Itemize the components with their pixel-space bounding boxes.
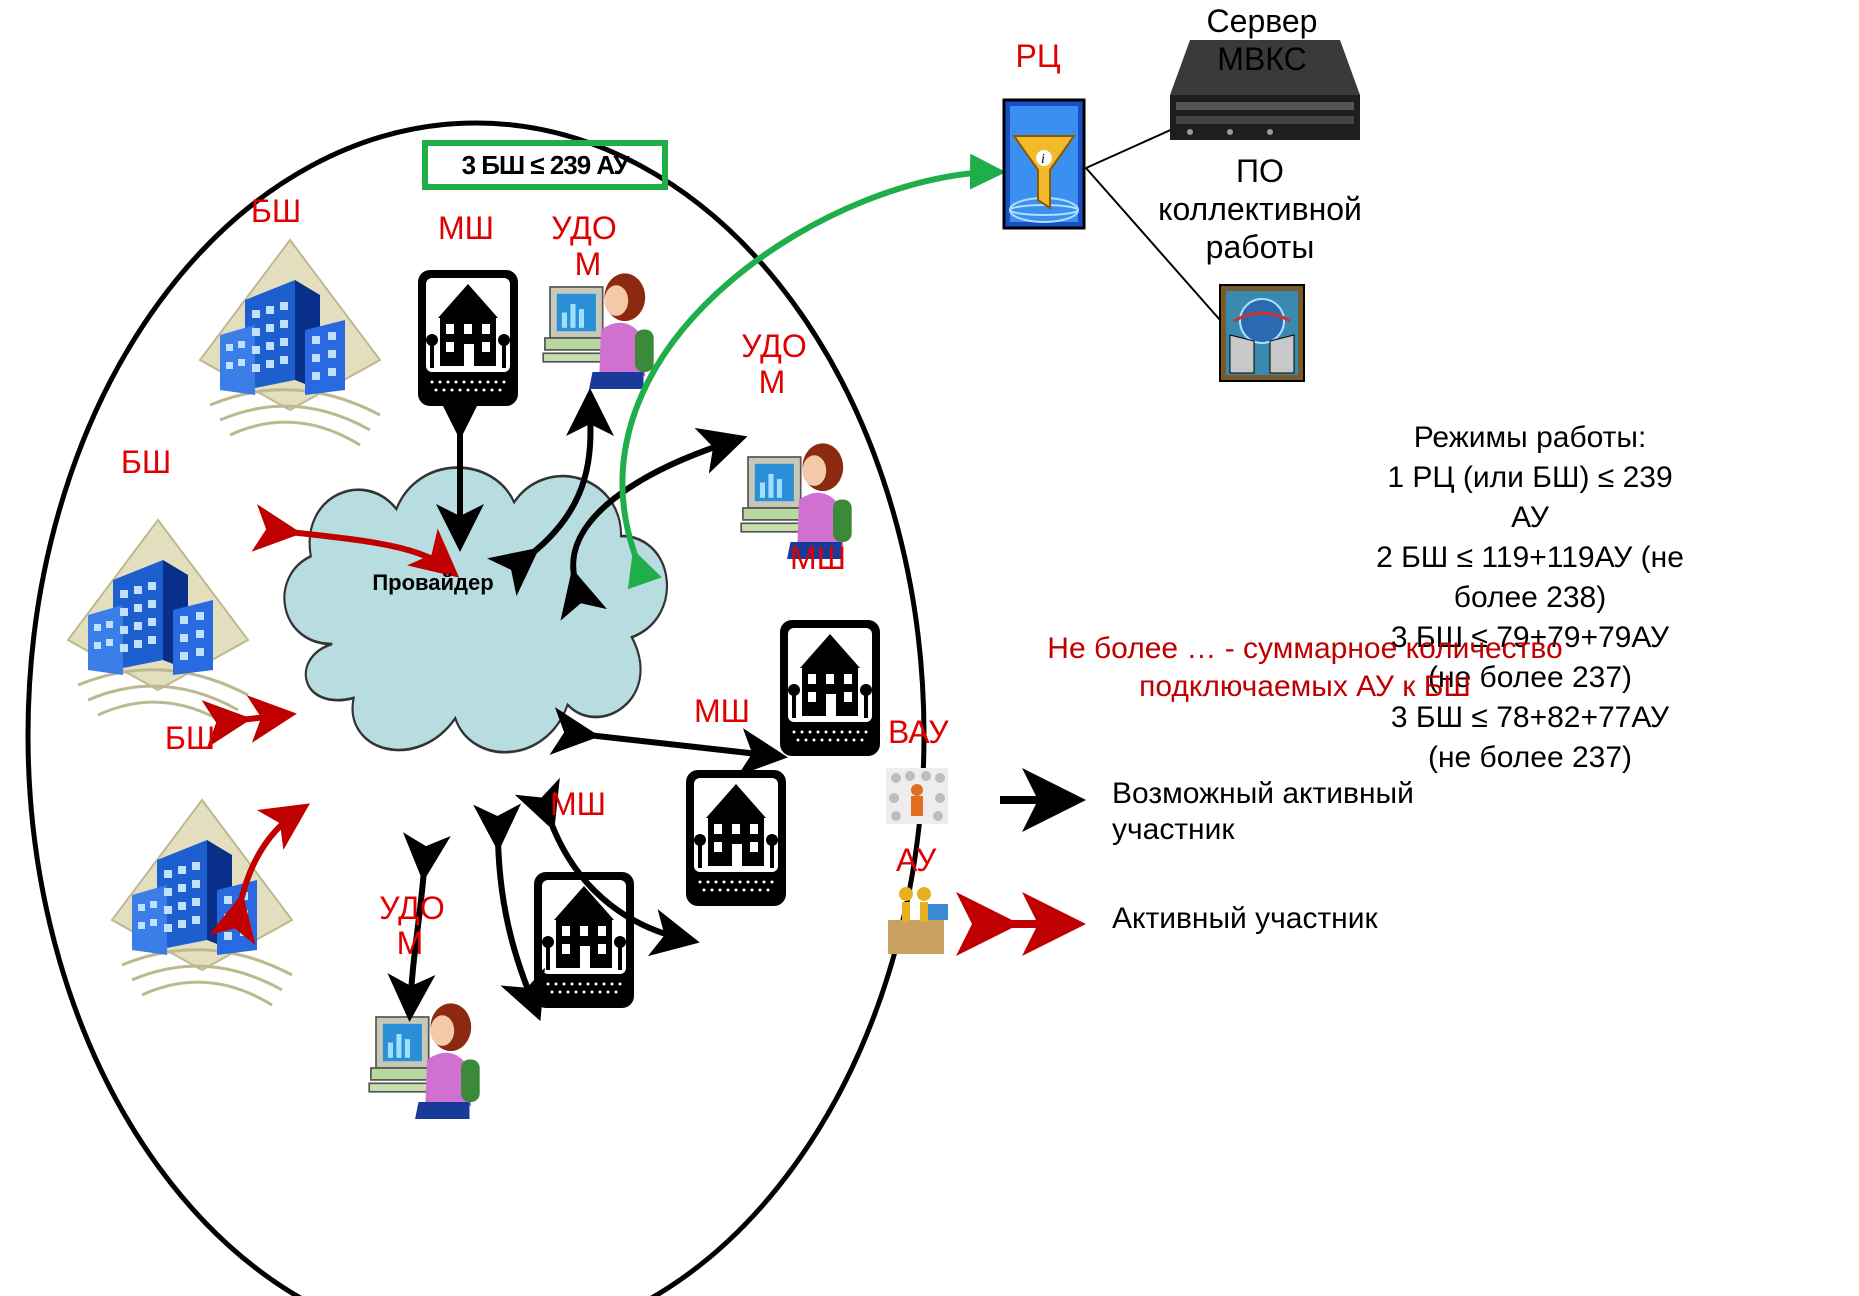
svg-text:i: i	[1041, 152, 1045, 167]
label-bsh-3: БШ	[164, 720, 216, 756]
building-icon-1	[198, 238, 382, 447]
building-icon-3	[110, 798, 294, 1007]
person-at-computer-icon-3	[368, 1002, 481, 1120]
provider-cloud	[283, 466, 669, 754]
label-udo-1-line2: М	[574, 246, 602, 282]
limit-note: Не более … - суммарное количество подклю…	[1047, 630, 1562, 706]
collaboration-software-icon	[1219, 284, 1305, 382]
arrow-cloud-msh3	[514, 777, 700, 957]
legend-possible-text: Возможный активный участник	[1112, 776, 1414, 848]
label-msh-4: МШ	[550, 786, 606, 822]
legend-active-text: Активный участник	[1112, 902, 1378, 935]
legend-possible-line1: Возможный активный	[1112, 777, 1414, 810]
label-udo-2-line2: М	[758, 364, 786, 400]
vau-crowd-icon	[886, 768, 948, 824]
server-icon	[1170, 40, 1360, 140]
work-mode-line-4: 3 БШ ≤ 78+82+77АУ (не более 237)	[1390, 701, 1670, 774]
school-house-icon-2	[780, 620, 880, 756]
legend-possible-line2: участник	[1112, 813, 1235, 846]
arrow-cloud-udo3	[387, 832, 451, 1022]
person-at-computer-icon-1	[542, 272, 655, 390]
link-rc-software	[1085, 167, 1221, 321]
label-udo-2-line1: УДО	[741, 328, 807, 364]
server-title-line2: МВКС	[1217, 41, 1307, 77]
red-arrow-bsh1	[251, 504, 460, 578]
arrow-cloud-msh2	[549, 707, 788, 776]
software-caption: ПО коллективной работы	[1158, 152, 1362, 266]
resource-center-icon: i	[1002, 98, 1086, 230]
network-boundary-ellipse	[25, 120, 927, 1296]
legend-au-label: АУ	[896, 842, 937, 878]
provider-label: Провайдер	[372, 570, 494, 595]
label-udo-3-line2: М	[396, 925, 424, 961]
label-udo-1-line1: УДО	[551, 210, 617, 246]
label-msh-2: МШ	[790, 540, 846, 576]
work-modes: Режимы работы: 1 РЦ (или БШ) ≤ 239 АУ 2 …	[1366, 418, 1695, 778]
building-icon-2	[66, 518, 250, 727]
server-title: Сервер МВКС	[1207, 2, 1318, 78]
software-caption-line2: коллективной	[1158, 191, 1362, 227]
label-udo-3-line1: УДО	[379, 890, 445, 926]
label-bsh-1: БШ	[250, 193, 302, 229]
red-arrow-bsh2	[201, 695, 297, 748]
school-house-icon-1	[418, 270, 518, 406]
link-rc-server	[1085, 127, 1176, 169]
mode-badge-text: 3 БШ ≤ 239 АУ	[461, 149, 630, 180]
server-title-line1: Сервер	[1206, 3, 1318, 39]
label-msh-1: МШ	[438, 210, 494, 246]
label-bsh-2: БШ	[120, 444, 172, 480]
mode-badge: 3 БШ ≤ 239 АУ	[422, 140, 668, 190]
label-msh-3: МШ	[694, 693, 750, 729]
arrow-cloud-msh4	[473, 803, 545, 1022]
work-modes-title: Режимы работы:	[1413, 421, 1647, 454]
software-caption-line1: ПО	[1236, 153, 1284, 189]
school-house-icon-3	[686, 770, 786, 906]
label-rc: РЦ	[1015, 38, 1061, 74]
red-arrow-bsh3	[208, 803, 310, 946]
software-caption-line3: работы	[1205, 229, 1315, 265]
legend-vau-label: ВАУ	[888, 714, 949, 750]
limit-note-line1: Не более … - суммарное количество	[1047, 632, 1563, 665]
limit-note-line2: подключаемых АУ к БШ	[1139, 670, 1471, 703]
green-arrow-to-rc	[619, 153, 1006, 590]
work-mode-line-2: 2 БШ ≤ 119+119АУ (не более 238)	[1376, 541, 1684, 614]
work-mode-line-3: 3 БШ ≤ 79+79+79АУ (не более 237)	[1390, 621, 1670, 694]
work-mode-line-1: 1 РЦ (или БШ) ≤ 239 АУ	[1387, 461, 1673, 534]
school-house-icon-4	[534, 872, 634, 1008]
au-people-icon	[888, 887, 948, 954]
